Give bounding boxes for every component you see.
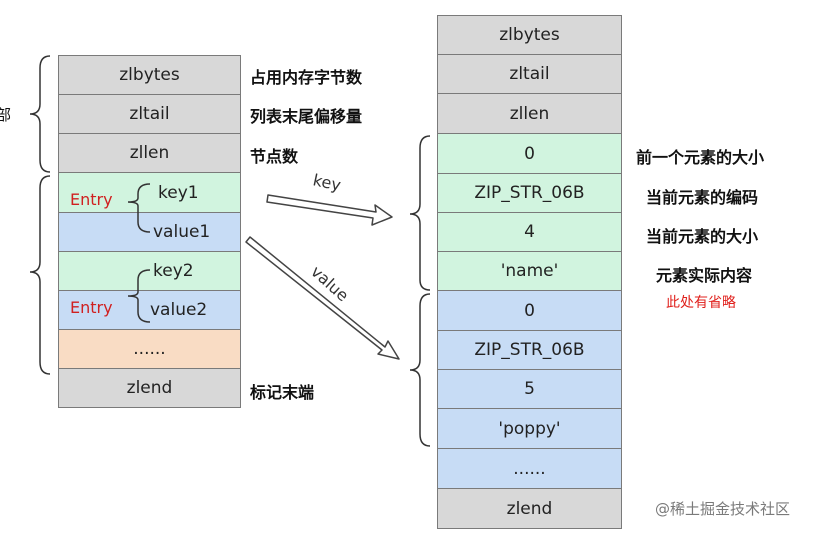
right-cell-label: ......	[513, 458, 546, 479]
entry2-key: key2	[153, 261, 194, 281]
left-zltail-label: zltail	[129, 104, 170, 124]
right-cell-label: zllen	[509, 103, 550, 124]
note-zltail: 列表末尾偏移量	[250, 107, 363, 126]
right-len-2-cell: 5	[437, 369, 622, 409]
note-content: 元素实际内容	[656, 266, 753, 285]
note-zlbytes: 占用内存字节数	[250, 68, 363, 87]
right-len-1-cell: 4	[437, 212, 622, 252]
note-zlend: 标记末端	[250, 383, 315, 402]
right-cell-label: 5	[524, 379, 535, 399]
left-ellipsis-label: ......	[133, 339, 166, 359]
left-header-brace	[29, 55, 51, 173]
left-ellipsis-cell: ......	[58, 329, 241, 369]
left-side-char: 部	[0, 106, 12, 124]
key-arrow	[266, 194, 393, 226]
note-omitted: 此处有省略	[666, 295, 736, 311]
left-zllen-cell: zllen	[58, 133, 241, 173]
right-entry1-brace	[409, 135, 431, 291]
right-prevlen-1-cell: 0	[437, 133, 622, 174]
entry1-label: Entry	[70, 190, 113, 209]
note-encoding: 当前元素的编码	[646, 188, 759, 207]
note-prevlen: 前一个元素的大小	[636, 148, 765, 167]
right-cell-label: zlbytes	[499, 25, 560, 45]
right-entry2-brace	[409, 293, 431, 447]
right-zlend-cell: zlend	[437, 488, 622, 529]
left-entries-brace	[29, 175, 51, 375]
entry2-inner-brace	[127, 269, 151, 323]
right-cell-label: 'name'	[500, 261, 559, 281]
right-cell-label: ZIP_STR_06B	[474, 340, 585, 360]
right-prevlen-2-cell: 0	[437, 290, 622, 331]
right-cell-label: zlend	[506, 498, 553, 519]
right-zltail-cell: zltail	[437, 54, 622, 94]
note-zllen: 节点数	[250, 147, 299, 166]
entry2-value: value2	[150, 300, 208, 320]
left-zlbytes-cell: zlbytes	[58, 55, 241, 95]
entry1-inner-brace	[127, 183, 151, 233]
right-cell-label: 'poppy'	[498, 418, 561, 439]
right-zllen-cell: zllen	[437, 93, 622, 134]
entry1-value: value1	[153, 222, 211, 242]
right-encoding-1-cell: ZIP_STR_06B	[437, 173, 622, 213]
value-arrow	[245, 236, 400, 360]
left-zlend-cell: zlend	[58, 368, 241, 408]
left-zllen-label: zllen	[129, 143, 170, 163]
right-cell-label: ZIP_STR_06B	[474, 183, 585, 203]
entry2-label: Entry	[70, 298, 113, 317]
note-len: 当前元素的大小	[646, 227, 759, 246]
right-cell-label: 4	[524, 222, 535, 242]
right-content-1-cell: 'name'	[437, 251, 622, 291]
right-cell-label: 0	[524, 300, 535, 321]
left-zlend-label: zlend	[126, 378, 173, 398]
watermark: @稀土掘金技术社区	[655, 500, 791, 518]
right-cell-label: 0	[524, 143, 535, 164]
entry1-key: key1	[158, 183, 199, 203]
right-content-2-cell: 'poppy'	[437, 408, 622, 449]
right-cell-label: zltail	[509, 64, 550, 84]
left-zlbytes-label: zlbytes	[119, 65, 180, 85]
right-ellipsis-cell: ......	[437, 448, 622, 489]
